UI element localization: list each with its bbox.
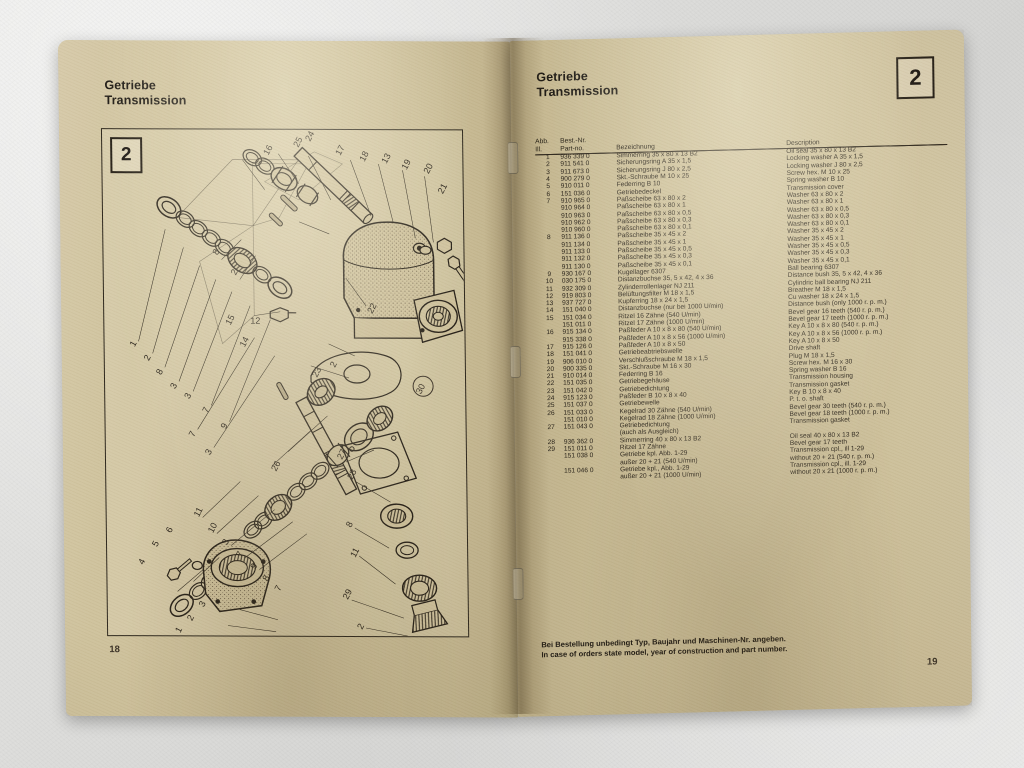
svg-text:27: 27 bbox=[335, 447, 348, 461]
desc-en-cell: without 20 x 21 (1000 r. p. m.) bbox=[790, 467, 878, 477]
svg-text:22: 22 bbox=[365, 301, 378, 315]
svg-text:28: 28 bbox=[345, 467, 358, 481]
right-section-badge: 2 bbox=[896, 56, 935, 100]
right-page-number: 19 bbox=[926, 656, 938, 668]
left-header-title-de: Getriebe bbox=[104, 78, 157, 93]
staple-middle bbox=[509, 345, 522, 379]
svg-text:3: 3 bbox=[203, 447, 214, 456]
open-booklet: Getriebe Transmission 2 bbox=[57, 29, 973, 719]
svg-text:4: 4 bbox=[136, 557, 147, 566]
svg-text:8: 8 bbox=[260, 573, 271, 582]
svg-text:9: 9 bbox=[248, 561, 259, 570]
svg-text:18: 18 bbox=[357, 149, 370, 163]
svg-text:12: 12 bbox=[250, 316, 260, 326]
svg-text:3: 3 bbox=[168, 381, 179, 390]
svg-text:29: 29 bbox=[341, 587, 354, 601]
svg-text:2: 2 bbox=[328, 360, 339, 369]
svg-text:2: 2 bbox=[185, 613, 196, 622]
exploded-diagram-frame: 2 bbox=[100, 128, 470, 638]
svg-text:21: 21 bbox=[436, 182, 449, 196]
svg-text:1: 1 bbox=[173, 625, 184, 634]
order-note: Bei Bestellung unbedingt Typ, Baujahr un… bbox=[541, 630, 941, 661]
svg-text:17: 17 bbox=[333, 143, 346, 157]
svg-text:3: 3 bbox=[220, 537, 231, 546]
svg-text:13: 13 bbox=[379, 152, 392, 166]
svg-text:2: 2 bbox=[229, 267, 240, 276]
staple-bottom bbox=[512, 567, 524, 601]
svg-text:6: 6 bbox=[164, 525, 175, 534]
left-page: Getriebe Transmission 2 bbox=[57, 40, 519, 718]
exploded-parts-drawing: 1 2 8 3 3 7 9 7 3 8 2 15 14 16 1 bbox=[128, 129, 469, 637]
svg-text:14: 14 bbox=[238, 335, 251, 349]
left-page-header: Getriebe Transmission bbox=[104, 78, 186, 107]
svg-text:5: 5 bbox=[150, 539, 161, 548]
svg-text:2: 2 bbox=[355, 622, 366, 631]
svg-text:8: 8 bbox=[210, 247, 221, 256]
svg-text:3: 3 bbox=[197, 599, 208, 608]
svg-text:30: 30 bbox=[414, 382, 427, 396]
svg-text:7: 7 bbox=[234, 549, 245, 558]
svg-text:7: 7 bbox=[187, 429, 198, 438]
svg-text:15: 15 bbox=[223, 313, 236, 327]
svg-text:2: 2 bbox=[142, 353, 153, 362]
svg-text:9: 9 bbox=[219, 421, 230, 430]
left-page-number: 18 bbox=[109, 644, 120, 656]
svg-text:16: 16 bbox=[261, 143, 274, 157]
parts-table: Abb. Best.-Nr. Ill. Part-no. Bezeichnung… bbox=[535, 128, 951, 484]
svg-text:1: 1 bbox=[128, 339, 139, 348]
diagram-callout-30: 30 bbox=[412, 375, 434, 397]
svg-text:7: 7 bbox=[200, 405, 211, 414]
svg-text:19: 19 bbox=[399, 158, 412, 172]
svg-text:11: 11 bbox=[192, 505, 205, 518]
right-page-header: Getriebe Transmission bbox=[536, 68, 618, 99]
svg-text:8: 8 bbox=[154, 367, 165, 376]
right-header-title-en: Transmission bbox=[536, 82, 619, 99]
svg-text:24: 24 bbox=[303, 129, 316, 143]
staple-top bbox=[507, 141, 519, 175]
svg-text:25: 25 bbox=[291, 135, 304, 149]
svg-text:26: 26 bbox=[269, 459, 282, 473]
left-header-title-en: Transmission bbox=[104, 92, 187, 107]
right-page: Getriebe Transmission 2 Abb. Best.-Nr. bbox=[509, 29, 973, 717]
svg-text:8: 8 bbox=[344, 520, 355, 529]
partno-cell bbox=[564, 474, 620, 483]
svg-text:20: 20 bbox=[421, 162, 434, 176]
svg-text:11: 11 bbox=[348, 546, 361, 559]
svg-text:10: 10 bbox=[206, 521, 219, 535]
parts-table-container: Abb. Best.-Nr. Ill. Part-no. Bezeichnung… bbox=[535, 128, 951, 484]
ill-cell bbox=[539, 476, 564, 484]
svg-text:23: 23 bbox=[310, 365, 323, 379]
svg-text:3: 3 bbox=[182, 391, 193, 400]
svg-text:7: 7 bbox=[273, 584, 284, 593]
